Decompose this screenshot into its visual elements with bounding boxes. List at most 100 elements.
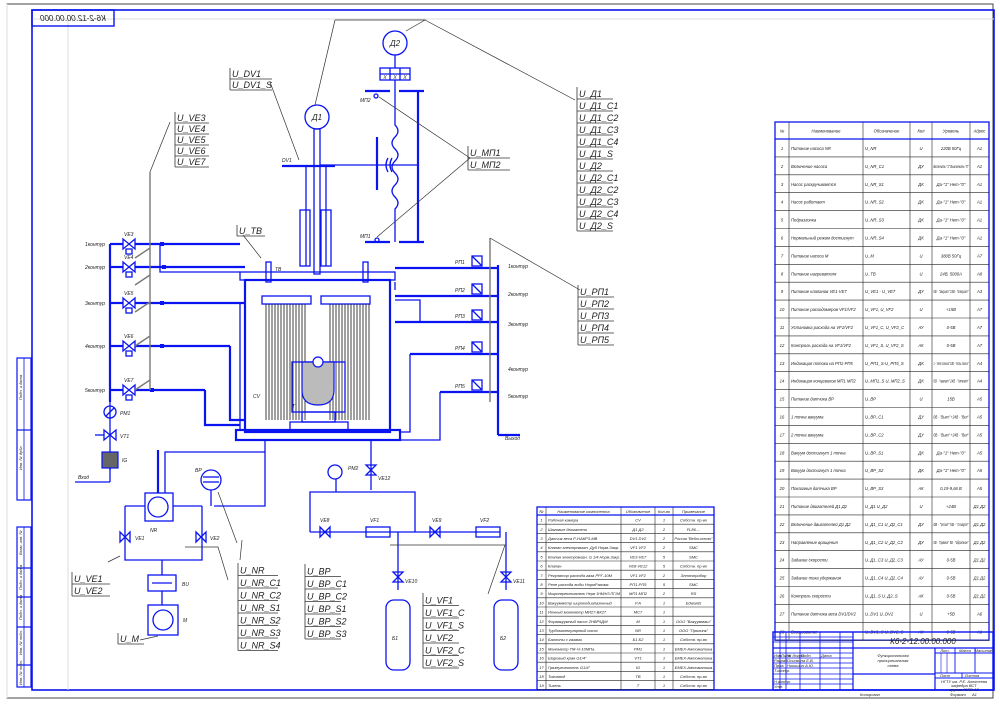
svg-text:Осинкина Е.В.: Осинкина Е.В.	[787, 658, 814, 663]
table-cell: Edwards	[686, 600, 702, 605]
table-cell: ЕМЕХ-Автоматика	[675, 656, 713, 661]
table-cell: 0-5В	[947, 576, 956, 581]
table-cell: 0-5В	[947, 593, 956, 598]
table-cell: Собств. пр-во	[680, 637, 708, 642]
table-cell: 5	[781, 218, 784, 223]
table-cell: А6	[976, 611, 983, 616]
table-cell: U_BP_C2	[865, 432, 884, 437]
svg-text:Подп. и дата: Подп. и дата	[18, 594, 23, 620]
callout-bp: U_BPU_BP_C1U_BP_C2U_BP_S1U_BP_S2U_BP_S3	[304, 564, 347, 640]
table-cell: Регулятор расхода газа РРГ-10М	[548, 573, 613, 578]
table-cell: А5	[976, 468, 983, 473]
table-cell: VE3-VE7	[630, 554, 647, 559]
table-cell: АУ	[917, 325, 924, 330]
signal-tag: U_РП5	[580, 335, 610, 345]
table-cell: А7	[976, 343, 983, 348]
inlet-label: 5контур	[85, 388, 105, 394]
table-cell: 7	[540, 573, 543, 578]
table-cell: 20	[779, 486, 785, 491]
table-cell: RS	[691, 591, 697, 596]
table-cell: Д1 Д2	[973, 522, 986, 527]
side-stamp: Подп. и дата Инв. № дубл. Взам. инв. № П…	[16, 357, 32, 688]
current-lead-tb: TB	[265, 261, 369, 283]
table-cell: Собств. пр-во	[680, 683, 708, 688]
svg-text:BU: BU	[182, 582, 189, 588]
signal-tag: U_NR_S1	[240, 603, 281, 613]
svg-text:X: X	[382, 75, 387, 81]
table-cell: 1	[663, 646, 665, 651]
svg-text:Масштаб: Масштаб	[975, 648, 994, 653]
table-cell: Включить-"1" Выключить-"0"	[934, 164, 969, 169]
svg-text:Взам. инв. №: Взам. инв. №	[18, 530, 23, 555]
table-cell: 19	[780, 468, 785, 473]
table-cell: ДУ	[917, 289, 925, 294]
table-cell: Вакуум достигнут 1 точка	[791, 468, 846, 473]
signal-tag: U_Д2_C2	[579, 185, 618, 195]
table-cell: 8	[781, 271, 784, 276]
lead-screw-drive: МП2 МП1	[320, 80, 424, 244]
svg-text:Подп.: Подп.	[801, 653, 812, 658]
svg-text:Изм.: Изм.	[774, 653, 783, 658]
table-cell: А5	[976, 414, 983, 419]
table-cell: U_Д1_C1 U_Д2_C1	[865, 522, 903, 527]
table-cell: Подразгонка	[791, 218, 817, 223]
heater-coils	[265, 304, 370, 420]
table-cell: А1	[976, 182, 982, 187]
svg-text:Пров.: Пров.	[774, 663, 785, 668]
table-cell: Рабочая камера	[548, 518, 579, 523]
signal-tag: U_BP_S2	[307, 617, 347, 627]
table-cell: Задание скорости	[791, 558, 828, 563]
motor-d2: Д2 X X X	[379, 30, 411, 81]
table-cell: А4	[976, 379, 983, 384]
svg-text:X: X	[402, 75, 407, 81]
signal-tag: U_NR_C1	[240, 578, 281, 588]
svg-text:VE8: VE8	[320, 518, 330, 524]
svg-text:Б2: Б2	[500, 636, 506, 642]
table-cell: МП1 МП2	[629, 591, 648, 596]
column-header: №	[780, 129, 785, 134]
table-cell: M	[636, 619, 640, 624]
table-cell: Насос раскручивается	[791, 182, 837, 187]
svg-text:M: M	[183, 618, 188, 624]
inlet-branch: PM1 VT1 IG Вход	[75, 402, 131, 483]
signal-tag: U_DV1_S	[232, 80, 272, 90]
drawing-code: К6-2-12.00.00.000	[890, 637, 956, 646]
table-cell: U_NR_S3	[865, 218, 885, 223]
table-cell: Контроль расхода на VF1/VF2	[791, 343, 852, 348]
table-cell: ДУ	[917, 540, 925, 545]
signal-tag: U_VF1	[425, 596, 453, 606]
svg-text:кафедра ВСТ: кафедра ВСТ	[951, 683, 977, 688]
table-cell: 18	[780, 450, 785, 455]
table-cell: Ионный манометр МИ27-ВК27	[548, 610, 607, 615]
table-cell: 14	[539, 637, 544, 642]
table-cell: U	[919, 146, 923, 151]
svg-text:НГТУ им. Р.Е. Алексеева: НГТУ им. Р.Е. Алексеева	[941, 679, 988, 684]
svg-text:схема: схема	[887, 663, 899, 668]
table-cell: 1 - "нет потока" 24В - "есть поток"	[934, 361, 969, 366]
table-cell: Датчик веса Р-НАКР3-МВ	[547, 536, 598, 541]
svg-text:МП2: МП2	[360, 98, 371, 104]
table-cell: 11	[780, 325, 784, 330]
table-cell: ДК	[917, 182, 924, 187]
table-cell: Да-"1" Нет-"0"	[936, 468, 966, 473]
table-cell: Клапан электромагн. G 1/4 Норм.Закр.	[548, 554, 620, 559]
signal-tag: U_NR_S4	[240, 641, 281, 651]
table-cell: Тигель	[548, 683, 561, 688]
signal-tag: U_VE4	[177, 124, 206, 134]
table-cell: U_Д1_S U_Д2_S	[865, 593, 898, 598]
table-cell: 4	[540, 545, 543, 550]
table-cell: 1	[663, 683, 665, 688]
table-cell: 25	[779, 576, 785, 581]
